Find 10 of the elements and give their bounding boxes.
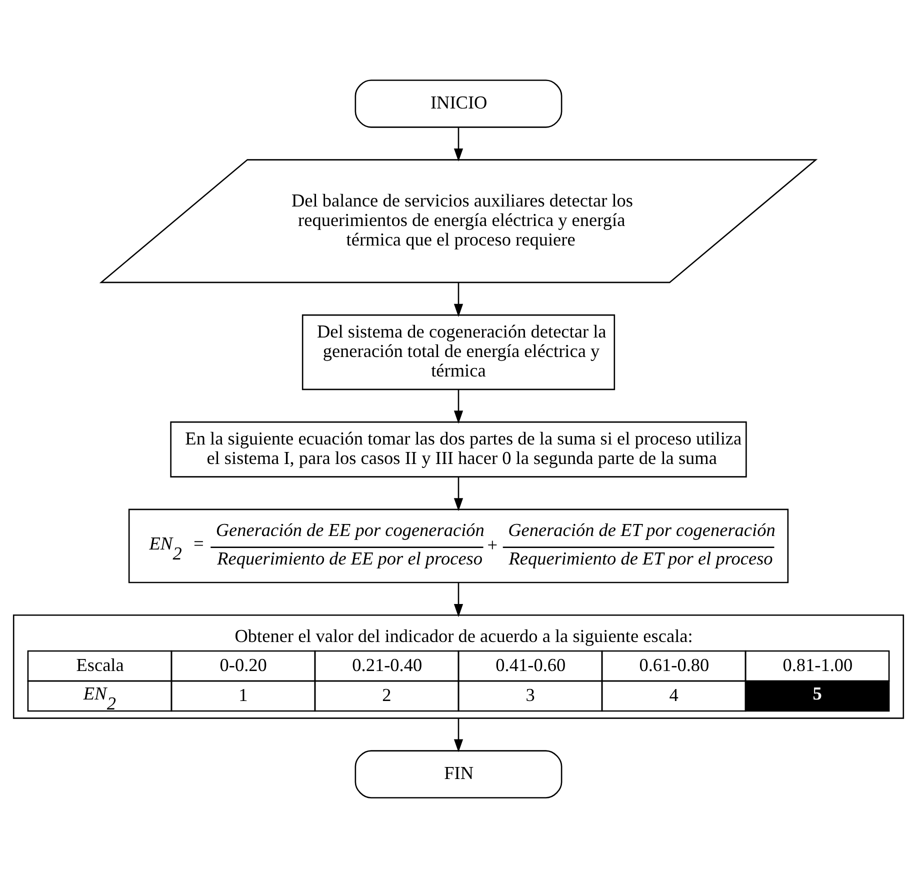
arrow: [454, 390, 464, 424]
arrow: [454, 282, 464, 317]
node-box: INICIO: [354, 80, 562, 128]
arrow: [454, 128, 464, 162]
arrow: [454, 476, 464, 512]
arrow: [454, 718, 464, 752]
node-box: En la siguiente ecuación tomar las dos partes de la suma si el proceso utiliza el sistema I, para los casos II y III hacer 0 la segunda parte de la suma: [170, 421, 747, 478]
node-box: FIN: [354, 750, 562, 798]
node-box: Del sistema de cogeneración detectar la generación total de energía eléctrica y térmica: [302, 314, 616, 390]
arrow: [454, 582, 464, 618]
